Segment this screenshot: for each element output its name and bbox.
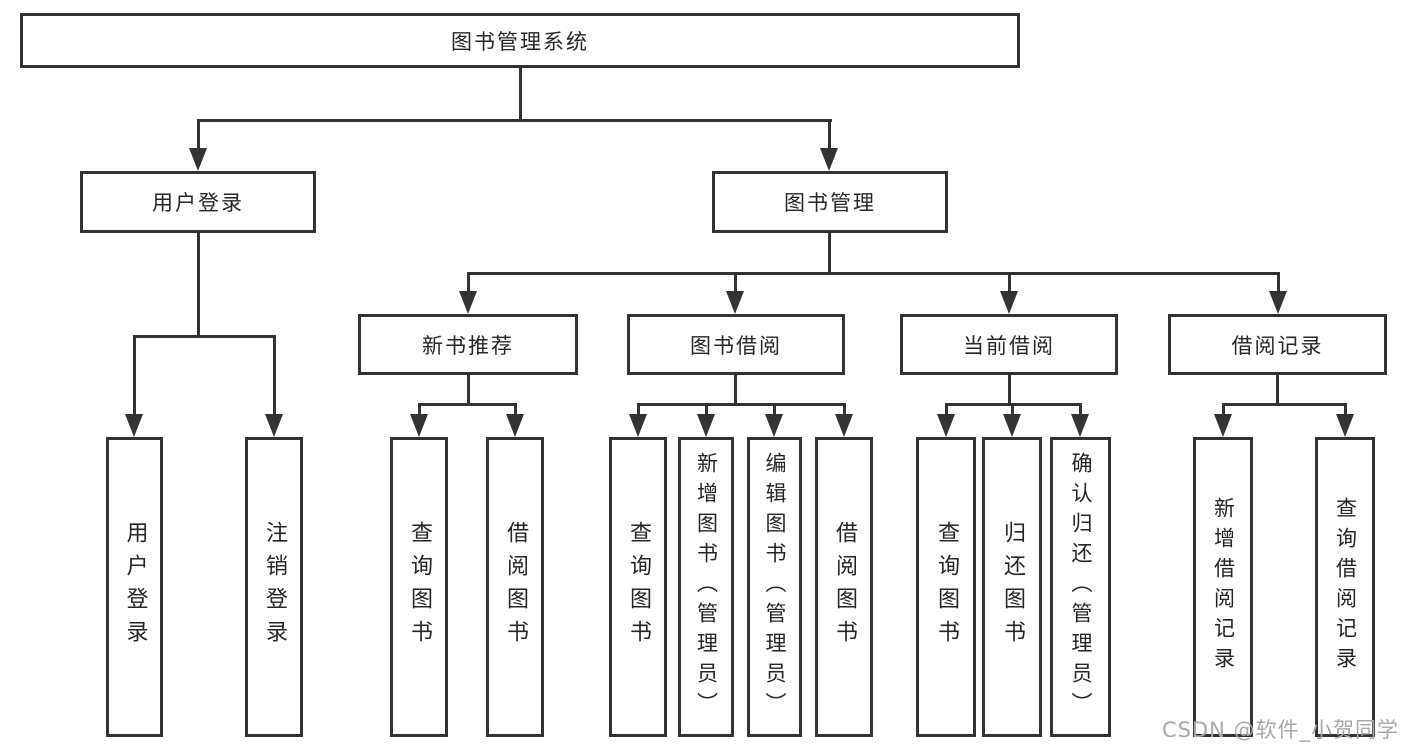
leaf-borrowing-borrow-books: 借阅图书 [815,437,873,737]
arrow-down-icon [1336,414,1354,437]
leaf-label: 查询图书 [934,521,959,653]
arrow-down-icon [265,414,283,437]
connector-line [637,403,845,406]
arrow-down-icon [765,414,783,437]
node-borrowing-records: 借阅记录 [1168,314,1387,375]
node-new-book-recommend: 新书推荐 [358,314,578,375]
leaf-logout: 注销登录 [245,437,303,737]
connector-line [273,335,276,431]
leaf-label: 查询图书 [407,521,432,653]
node-label: 图书借阅 [690,333,782,358]
node-user-login: 用户登录 [80,171,316,233]
leaf-label: 注销登录 [262,521,287,653]
connector-line [734,272,737,308]
connector-line [1008,375,1011,406]
connector-line [418,403,517,406]
arrow-down-icon [629,414,647,437]
connector-line [197,119,832,122]
arrow-down-icon [410,414,428,437]
node-current-borrowing: 当前借阅 [900,314,1118,375]
arrow-down-icon [1071,414,1089,437]
connector-line [1222,403,1347,406]
connector-line [133,335,276,338]
arrow-down-icon [1000,291,1018,314]
node-label: 图书管理 [784,191,876,215]
leaf-borrowing-edit-books-admin: 编辑图书（管理员） [747,437,802,737]
connector-line [1276,375,1279,406]
connector-line [734,375,737,406]
connector-line [197,233,200,338]
leaf-label: 新增借阅记录 [1211,497,1236,677]
arrow-down-icon [697,414,715,437]
connector-line [133,335,136,431]
leaf-records-add-borrow-record: 新增借阅记录 [1193,437,1253,737]
leaf-current-confirm-return-admin: 确认归还（管理员） [1050,437,1111,737]
node-book-borrowing: 图书借阅 [627,314,845,375]
leaf-newbook-query-books: 查询图书 [390,437,448,737]
leaf-label: 借阅图书 [503,521,528,653]
leaf-label: 编辑图书（管理员） [763,452,787,722]
node-label: 图书管理系统 [451,29,589,54]
connector-line [197,119,200,163]
leaf-records-query-borrow-record: 查询借阅记录 [1315,437,1375,737]
connector-line [467,272,470,308]
node-library-management-system: 图书管理系统 [20,13,1020,68]
arrow-down-icon [459,291,477,314]
arrow-down-icon [189,148,207,171]
node-label: 借阅记录 [1231,333,1324,358]
leaf-current-return-books: 归还图书 [982,437,1042,737]
leaf-borrowing-add-books-admin: 新增图书（管理员） [678,437,734,737]
connector-line [1277,272,1280,308]
arrow-down-icon [506,414,524,437]
connector-line [519,68,522,119]
arrow-down-icon [726,291,744,314]
leaf-label: 用户登录 [122,521,148,653]
leaf-label: 查询借阅记录 [1333,497,1358,677]
leaf-label: 归还图书 [1000,521,1025,653]
arrow-down-icon [1214,414,1232,437]
arrow-down-icon [1269,291,1287,314]
connector-line [467,272,1280,275]
leaf-current-query-books: 查询图书 [916,437,976,737]
leaf-borrowing-query-books: 查询图书 [609,437,667,737]
connector-line [1008,272,1011,308]
connector-line [828,233,831,275]
csdn-watermark: CSDN @软件_小贺同学 [1161,718,1399,742]
arrow-down-icon [937,414,955,437]
node-label: 当前借阅 [963,333,1055,358]
leaf-label: 查询图书 [626,521,651,653]
node-label: 用户登录 [152,191,244,215]
leaf-label: 借阅图书 [832,521,857,653]
leaf-label: 新增图书（管理员） [694,452,719,722]
leaf-newbook-borrow-books: 借阅图书 [486,437,544,737]
arrow-down-icon [835,414,853,437]
leaf-label: 确认归还（管理员） [1069,452,1093,722]
arrow-down-icon [125,414,143,437]
node-label: 新书推荐 [422,333,514,358]
arrow-down-icon [1003,414,1021,437]
arrow-down-icon [820,148,838,171]
connector-line [467,375,470,406]
node-book-management: 图书管理 [712,171,948,233]
leaf-user-login: 用户登录 [106,437,163,737]
connector-line [828,119,831,163]
